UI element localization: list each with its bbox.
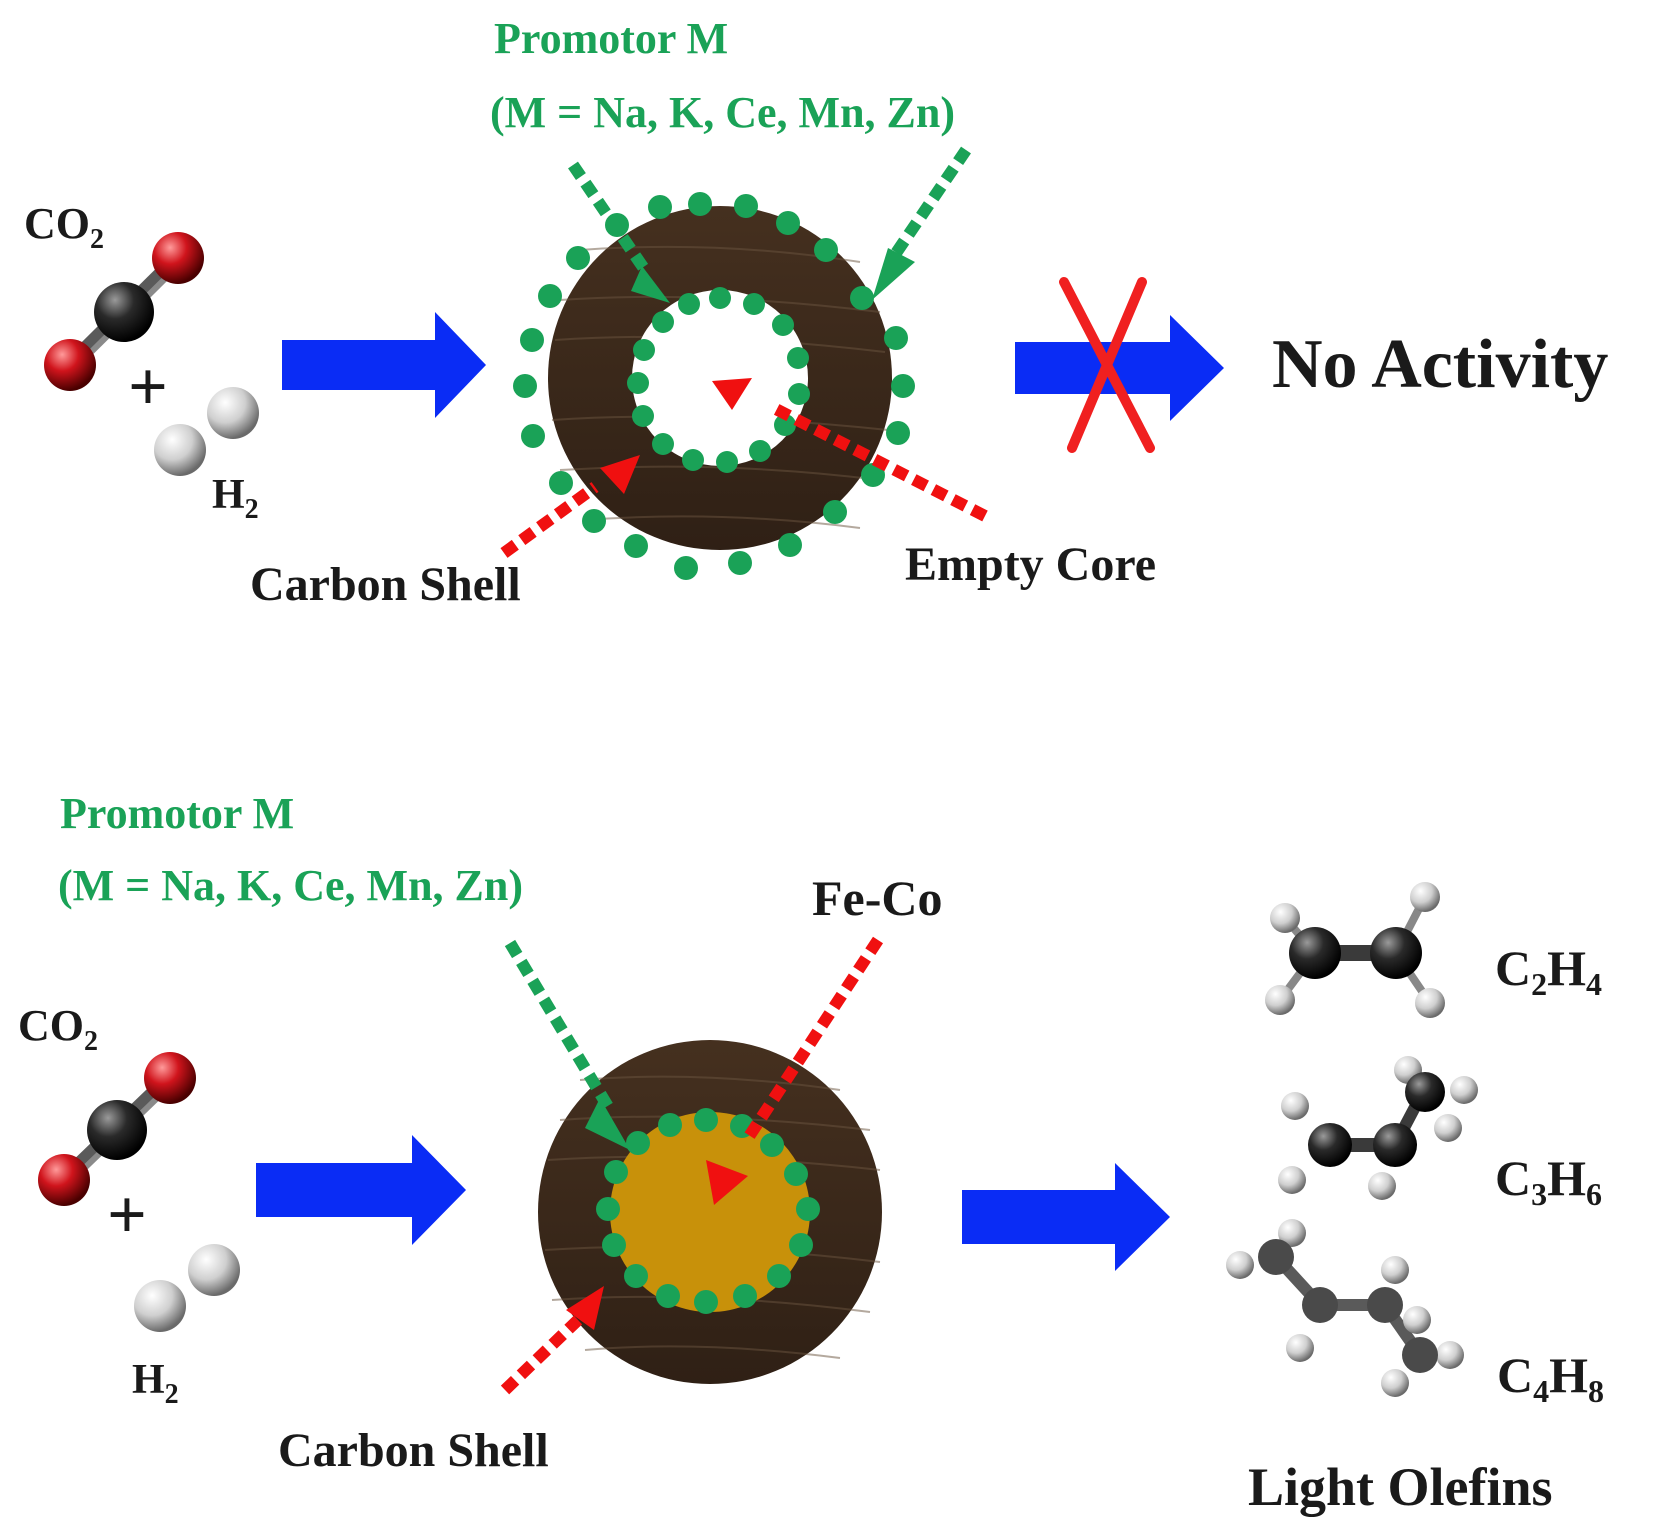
propylene-molecule (1278, 1056, 1478, 1200)
carbon-atom (94, 282, 154, 342)
oxygen-atom (144, 1052, 196, 1104)
top-promoter-pointer-inner (568, 161, 670, 303)
bottom-shell-pointer (500, 1286, 604, 1395)
ethylene-molecule (1265, 882, 1445, 1018)
top-reaction-arrow (282, 312, 486, 418)
light-olefins-label: Light Olefins (1248, 1457, 1553, 1517)
oxygen-atom (44, 339, 96, 391)
bottom-core-promoter-dots (596, 1108, 820, 1314)
top-hollow-particle (513, 192, 915, 580)
bottom-plus-sign: + (107, 1177, 147, 1254)
top-promotor-title: Promotor M (494, 14, 728, 63)
hydrogen-atom (188, 1244, 240, 1296)
bottom-promoter-pointer (504, 939, 630, 1150)
top-inner-promoter-dots (627, 287, 810, 473)
bottom-fe-co-label: Fe-Co (812, 870, 943, 926)
bottom-panel: CO2 + H2 (18, 789, 1604, 1517)
hydrogen-atom (207, 387, 259, 439)
bottom-h2-molecule (134, 1244, 240, 1332)
bottom-co2-molecule (38, 1052, 196, 1206)
bottom-core-pointer (706, 936, 884, 1205)
top-blocked-arrow (1015, 315, 1224, 421)
bottom-product-arrow (962, 1163, 1170, 1271)
product-formula-c4h8: C4H8 (1497, 1347, 1604, 1409)
butene-molecule (1226, 1219, 1464, 1397)
bottom-h2-label: H2 (132, 1357, 179, 1410)
fe-co-core (610, 1112, 810, 1312)
top-co2-label: CO2 (24, 199, 104, 255)
top-empty-core-label: Empty Core (905, 538, 1156, 591)
product-formula-c3h6: C3H6 (1495, 1150, 1602, 1212)
carbon-atom (87, 1100, 147, 1160)
bottom-core-shell-particle (538, 1040, 882, 1384)
top-promoter-pointer-outer (872, 146, 971, 300)
hydrogen-atom (134, 1280, 186, 1332)
product-formula-c2h4: C2H4 (1495, 940, 1602, 1002)
top-promotor-list: (M = Na, K, Ce, Mn, Zn) (490, 88, 955, 137)
top-shell-pointer (500, 455, 640, 558)
hydrogen-atom (154, 424, 206, 476)
oxygen-atom (38, 1154, 90, 1206)
bottom-promotor-list: (M = Na, K, Ce, Mn, Zn) (58, 861, 523, 910)
top-h2-label: H2 (212, 472, 259, 525)
top-plus-sign: + (128, 349, 168, 426)
oxygen-atom (152, 232, 204, 284)
bottom-reaction-arrow (256, 1135, 466, 1245)
top-panel: CO2 + H2 (24, 14, 1608, 611)
top-core-pointer (712, 378, 988, 522)
bottom-promotor-title: Promotor M (60, 789, 294, 838)
bottom-carbon-shell-label: Carbon Shell (278, 1424, 549, 1477)
top-h2-molecule (154, 387, 259, 476)
top-result-label: No Activity (1272, 326, 1608, 403)
top-co2-molecule (44, 232, 204, 391)
top-carbon-shell-label: Carbon Shell (250, 558, 521, 611)
top-outer-promoter-dots (513, 192, 915, 580)
no-reaction-cross-icon (1059, 277, 1155, 453)
bottom-co2-label: CO2 (18, 1001, 98, 1057)
